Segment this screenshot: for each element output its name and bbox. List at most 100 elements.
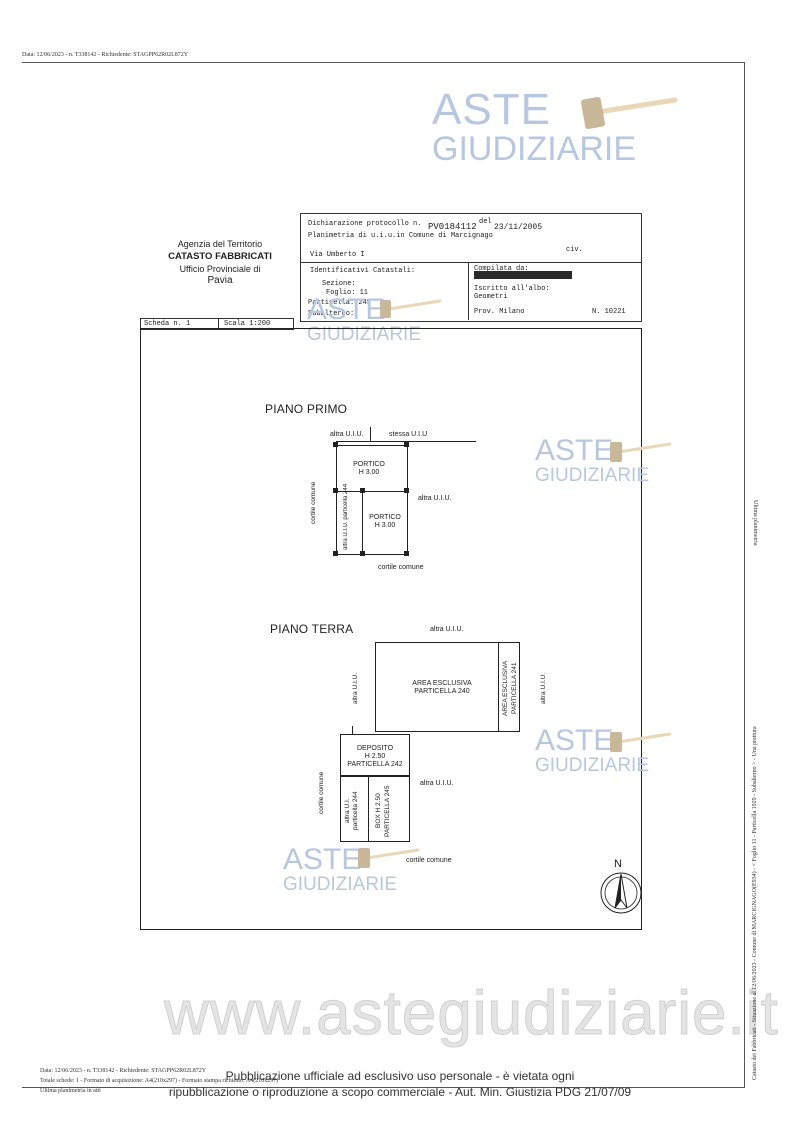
column-post	[404, 488, 409, 493]
sezione-label: Sezione:	[322, 280, 356, 288]
pt-door-mark	[352, 726, 353, 734]
numero-label: N. 10221	[592, 308, 626, 316]
gavel-icon	[380, 299, 442, 318]
column-post	[404, 551, 409, 556]
bottom-line1: Data: 12/06/2023 - n. T338142 - Richiede…	[40, 1068, 207, 1074]
dichiarazione-label: Dichiarazione protocollo n.	[308, 220, 422, 228]
column-post	[333, 551, 338, 556]
column-post	[360, 488, 365, 493]
pp-altra-uiu-right: altra U.I.U.	[418, 495, 452, 502]
watermark-aste-text: ASTE	[535, 434, 614, 467]
pp-top-divider	[370, 427, 371, 442]
watermark-header: ASTE GIUDIZIARIE	[307, 295, 422, 345]
bottom-line2: Totale schede: 1 - Formato di acquisizio…	[40, 1078, 279, 1084]
agency-line4: Pavia	[207, 275, 233, 286]
column-post	[404, 442, 409, 447]
agency-block: Agenzia del Territorio CATASTO FABBRICAT…	[150, 238, 290, 287]
watermark-giudiziarie-text: GIUDIZIARIE	[535, 755, 650, 776]
foglio-label: Foglio: 11	[326, 289, 369, 297]
watermark-giudiziarie-text: GIUDIZIARIE	[283, 874, 398, 895]
watermark-giudiziarie-text: GIUDIZIARIE	[307, 324, 422, 345]
civ-label: civ.	[566, 246, 583, 254]
pt-box-block	[340, 776, 410, 842]
publication-line1: Pubblicazione ufficiale ad esclusivo uso…	[225, 1069, 575, 1083]
pt-area240-label: AREA ESCLUSIVA PARTICELLA 240	[412, 680, 472, 695]
pp-top-boundary	[336, 441, 476, 442]
scheda-label: Scheda n. 1	[144, 320, 191, 328]
side-small-wrap: Ultima planimetria	[752, 500, 764, 546]
redacted-name	[474, 271, 572, 279]
identificativi-label: Identificativi Catastali:	[310, 267, 416, 275]
document-frame	[22, 62, 745, 1088]
watermark-mid-2: ASTE GIUDIZIARIE	[535, 724, 650, 776]
publication-line2: ripubblicazione o riproduzione a scopo c…	[168, 1085, 632, 1099]
pt-altra-uiu-mid: altra U.I.U.	[420, 780, 454, 787]
pt-cortile-left: cortile comune	[318, 771, 325, 815]
header-col-divider	[468, 262, 469, 320]
pp-stessa-uiu: stessa U.I.U	[389, 431, 428, 438]
pt-box-divider	[368, 776, 369, 842]
subalterno-label: Subalterno:	[308, 310, 355, 318]
pp-portico1-label: PORTICO H 3.00	[353, 461, 385, 476]
pt-area-240	[375, 642, 520, 732]
iscritto-label: Iscritto all'albo:	[474, 285, 550, 293]
watermark-giudiziarie-text: GIUDIZIARIE	[535, 465, 650, 486]
piano-terra-title: PIANO TERRA	[270, 622, 354, 636]
scheda-divider	[218, 318, 219, 329]
top-info-line: Data: 12/06/2023 - n. T338142 - Richiede…	[22, 52, 189, 58]
north-arrow-icon	[600, 872, 642, 914]
side-text-wrap: Catasto dei Fabbricati - Situazione al 1…	[752, 650, 764, 1080]
agency-line3: Ufficio Provinciale di	[179, 264, 261, 274]
watermark-aste-text: ASTE	[283, 843, 362, 876]
gavel-icon	[610, 732, 672, 752]
pt-altra-uiu-244: altra U.I. particella 244	[344, 791, 359, 831]
pt-241-divider	[498, 642, 499, 732]
agency-line1: Agenzia del Territorio	[177, 239, 263, 249]
scheda-box	[140, 318, 294, 330]
address: Via Umberto I	[310, 251, 365, 259]
gavel-icon	[358, 848, 420, 868]
pt-area241-label: AREA ESCLUSIVA PARTICELLA 241	[502, 660, 518, 716]
pt-altra-uiu-top: altra U.I.U.	[430, 626, 464, 633]
protocol-date: 23/11/2005	[494, 223, 543, 232]
planimetria-line: Planimetria di u.i.u.in Comune di Marcig…	[308, 232, 493, 240]
pt-deposito-label: DEPOSITO H 2.50 PARTICELLA 242	[347, 745, 403, 768]
watermark-mid-1: ASTE GIUDIZIARIE	[535, 434, 650, 486]
bottom-line3: Ultima planimetria in atti	[40, 1088, 101, 1094]
header-box	[300, 213, 642, 322]
watermark-top: ASTE GIUDIZIARIE	[432, 85, 637, 168]
compilata-label: Compilata da:	[474, 265, 529, 273]
north-label: N	[614, 858, 622, 870]
watermark-aste-text: ASTE	[535, 724, 614, 757]
publication-notice: Pubblicazione ufficiale ad esclusivo uso…	[150, 1068, 650, 1100]
protocol-number: PV0184112	[428, 222, 477, 232]
pp-portico2-label: PORTICO H 3.00	[369, 514, 401, 529]
watermark-giudiziarie-text: GIUDIZIARIE	[432, 130, 637, 168]
pp-portico-divider	[336, 491, 408, 492]
column-post	[333, 442, 338, 447]
prov-label: Prov. Milano	[474, 308, 525, 316]
pp-altra-uiu-244: altra U.I.U. particella 244	[343, 483, 349, 550]
column-post	[333, 488, 338, 493]
gavel-icon	[581, 96, 678, 130]
pp-altra-uiu-top: altra U.I.U.	[330, 431, 364, 438]
pt-altra-uiu-right: altra U.I.U.	[540, 672, 547, 704]
piano-primo-title: PIANO PRIMO	[265, 402, 348, 416]
watermark-mid-3: ASTE GIUDIZIARIE	[283, 843, 398, 895]
side-text: Catasto dei Fabbricati - Situazione al 1…	[752, 726, 758, 1080]
gavel-icon	[610, 442, 672, 462]
agency-line2: CATASTO FABBRICATI	[168, 251, 272, 262]
pt-cortile-bottom: cortile comune	[406, 857, 452, 864]
pt-box-label: BOX H 2.50 PARTICELLA 245	[375, 785, 391, 837]
plan-frame	[140, 328, 642, 930]
side-small: Ultima planimetria	[752, 500, 758, 546]
watermark-url: www.astegiudiziarie.it	[164, 979, 779, 1049]
pp-portico-block	[336, 445, 408, 555]
particella-label: Particella: 245	[308, 299, 372, 307]
pt-altra-uiu-left: altra U.I.U.	[352, 672, 359, 704]
watermark-aste-text: ASTE	[432, 85, 551, 134]
pp-cortile-left: cortile comune	[310, 481, 317, 525]
header-divider	[300, 262, 641, 263]
scala-label: Scala 1:200	[224, 320, 271, 328]
column-post	[360, 551, 365, 556]
